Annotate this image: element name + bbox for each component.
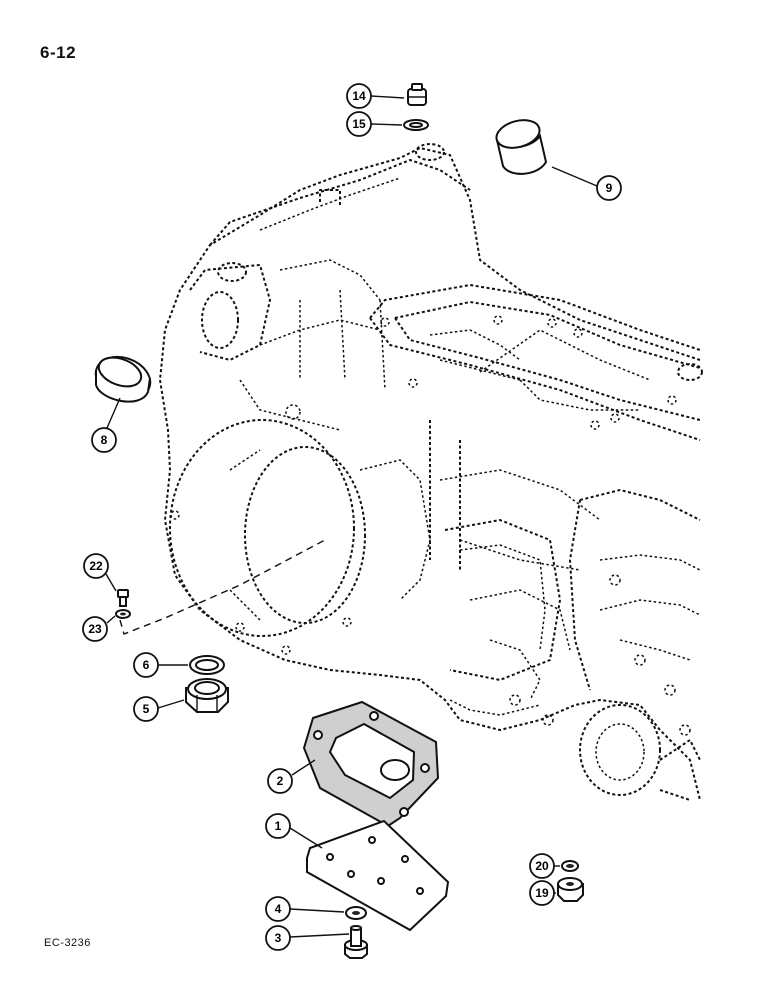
drawing-code: EC-3236 <box>44 937 91 949</box>
callout-label: 4 <box>275 902 282 916</box>
callout-label: 5 <box>143 702 150 716</box>
washer-part <box>189 655 225 675</box>
plug-part <box>407 83 427 106</box>
callout-label: 19 <box>535 886 549 900</box>
callout-label: 20 <box>535 859 549 873</box>
lock-washer-part <box>345 906 367 920</box>
callout-19: 19 <box>529 880 555 906</box>
callout-label: 2 <box>277 774 284 788</box>
callout-label: 15 <box>352 117 366 131</box>
callout-label: 3 <box>275 931 282 945</box>
washer-right-part <box>561 860 579 872</box>
washer-small-part <box>115 609 131 619</box>
callout-15: 15 <box>346 111 372 137</box>
cover-plate-part <box>306 819 450 932</box>
callout-5: 5 <box>133 696 159 722</box>
callout-label: 8 <box>101 433 108 447</box>
bolt-part <box>344 925 368 959</box>
callout-label: 9 <box>606 181 613 195</box>
callout-label: 6 <box>143 658 150 672</box>
callout-8: 8 <box>91 427 117 453</box>
leader-lines <box>105 95 598 938</box>
callout-20: 20 <box>529 853 555 879</box>
page-number: 6-12 <box>40 43 77 62</box>
callout-label: 23 <box>88 622 102 636</box>
callout-2: 2 <box>267 768 293 794</box>
nut-part <box>557 877 584 902</box>
callout-label: 22 <box>89 559 103 573</box>
callout-label: 14 <box>352 89 366 103</box>
callout-14: 14 <box>346 83 372 109</box>
drain-plug-part <box>185 678 229 713</box>
gasket-part <box>302 700 440 828</box>
callout-6: 6 <box>133 652 159 678</box>
transmission-housing <box>159 143 703 801</box>
cap-plug-part <box>495 119 548 175</box>
callout-23: 23 <box>82 616 108 642</box>
sealing-washer-part <box>403 119 429 131</box>
install-path-line <box>119 539 326 635</box>
callout-label: 1 <box>275 819 282 833</box>
callout-1: 1 <box>265 813 291 839</box>
callout-3: 3 <box>265 925 291 951</box>
callout-4: 4 <box>265 896 291 922</box>
callout-22: 22 <box>83 553 109 579</box>
seal-ring-part <box>94 355 152 403</box>
bolt-small-part <box>117 589 129 607</box>
callout-9: 9 <box>596 175 622 201</box>
